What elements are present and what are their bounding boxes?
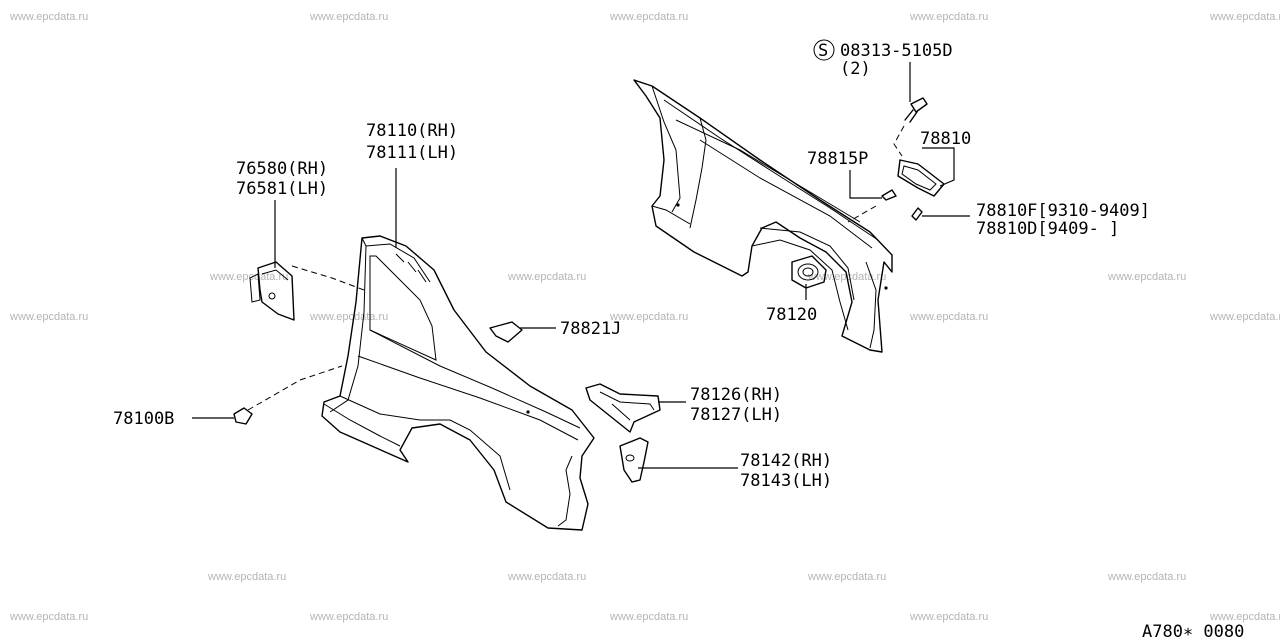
- callout-78815P: 78815P: [807, 149, 868, 169]
- grommet-78120: [791, 255, 827, 289]
- watermark-text: www.epcdata.ru: [1107, 571, 1186, 583]
- bracket-76580-drawing: [249, 261, 295, 321]
- bumper-78810F: [911, 207, 923, 221]
- watermark-text: www.epcdata.ru: [309, 311, 388, 323]
- extension-78142-drawing: [619, 437, 649, 483]
- watermark-text: www.epcdata.ru: [609, 311, 688, 323]
- callout-screw-qty: (2): [840, 59, 871, 79]
- watermark-text: www.epcdata.ru: [1209, 11, 1280, 23]
- watermark-text: www.epcdata.ru: [209, 271, 288, 283]
- callout-78126: 78126(RH): [690, 385, 782, 405]
- callout-78810D: 78810D[9409- ]: [976, 219, 1119, 239]
- watermark-text: www.epcdata.ru: [1209, 611, 1280, 623]
- callout-78143: 78143(LH): [740, 471, 832, 491]
- watermark-text: www.epcdata.ru: [507, 571, 586, 583]
- screw-symbol-letter: S: [818, 41, 828, 61]
- clip-78815P: [881, 189, 897, 201]
- watermark-text: www.epcdata.ru: [9, 11, 88, 23]
- callout-78111: 78111(LH): [366, 143, 458, 163]
- watermark-text: www.epcdata.ru: [807, 571, 886, 583]
- watermark-text: www.epcdata.ru: [9, 611, 88, 623]
- watermark-text: www.epcdata.ru: [1209, 311, 1280, 323]
- callout-78110: 78110(RH): [366, 121, 458, 141]
- watermark-text: www.epcdata.ru: [909, 11, 988, 23]
- extension-78821J: [489, 321, 523, 343]
- watermark-text: www.epcdata.ru: [9, 311, 88, 323]
- callout-78120: 78120: [766, 305, 817, 325]
- watermark-text: www.epcdata.ru: [909, 611, 988, 623]
- inner-rear-panel-drawing: [633, 79, 945, 353]
- watermark-text: www.epcdata.ru: [909, 311, 988, 323]
- extension-78126-drawing: [585, 383, 661, 433]
- callout-08313-5105D: 08313-5105D: [840, 41, 953, 61]
- clip-78100B: [233, 407, 253, 425]
- callout-76581: 76581(LH): [236, 179, 328, 199]
- watermark-text: www.epcdata.ru: [207, 571, 286, 583]
- watermark-layer: www.epcdata.ru www.epcdata.ru www.epcdata.…: [9, 11, 1280, 623]
- watermark-text: www.epcdata.ru: [609, 11, 688, 23]
- callout-78810F: 78810F[9310-9409]: [976, 201, 1150, 221]
- callout-76580: 76580(RH): [236, 159, 328, 179]
- rear-fender-drawing: [321, 235, 595, 531]
- leader-lines: [192, 62, 970, 469]
- callout-78821J: 78821J: [560, 319, 621, 339]
- watermark-text: www.epcdata.ru: [609, 611, 688, 623]
- watermark-text: www.epcdata.ru: [309, 611, 388, 623]
- watermark-text: www.epcdata.ru: [309, 11, 388, 23]
- callout-78127: 78127(LH): [690, 405, 782, 425]
- callout-78142: 78142(RH): [740, 451, 832, 471]
- watermark-text: www.epcdata.ru: [1107, 271, 1186, 283]
- screw-s-symbol: S: [813, 39, 835, 61]
- watermark-text: www.epcdata.ru: [507, 271, 586, 283]
- callout-78810: 78810: [920, 129, 971, 149]
- screw-08313-5105D: [904, 97, 928, 123]
- figure-code: A780∗ 0080: [1142, 622, 1244, 640]
- fuel-filler-lid-78810: [897, 159, 945, 197]
- callout-78100B: 78100B: [113, 409, 174, 429]
